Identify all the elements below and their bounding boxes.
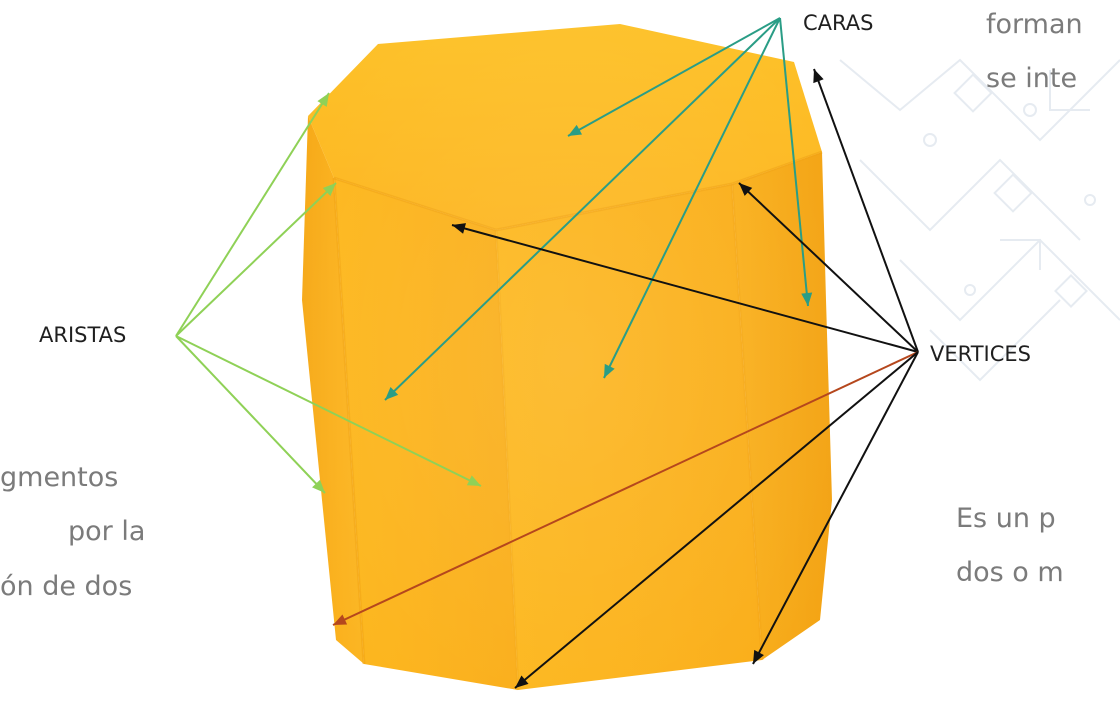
caras-label: CARAS — [803, 11, 874, 35]
arrow-layer — [175, 17, 919, 689]
side-text-right-bottom-1: Es un p — [956, 503, 1056, 534]
aristas-arrow-top-edge — [175, 92, 330, 337]
vertices-arrow-bottom-right — [752, 351, 919, 665]
vertices-arrow-top-right — [813, 68, 919, 353]
vertices-arrow-front-top — [451, 223, 919, 353]
vertices-arrow-bottom-left — [332, 351, 919, 626]
aristas-arrow-middle-edge — [175, 335, 482, 487]
vertices-label: VERTICES — [930, 342, 1031, 366]
side-text-left-2: por la — [68, 516, 146, 547]
caras-arrow-top-face — [567, 17, 781, 137]
side-text-right-top-2: se inte — [986, 63, 1078, 94]
side-text-right-bottom-2: dos o m — [956, 557, 1064, 588]
circuit-pattern-icon — [839, 58, 1120, 382]
hexagonal-prism — [300, 20, 840, 700]
side-text-left-3: ón de dos — [0, 571, 133, 602]
vertices-arrow-bottom-front — [514, 351, 919, 689]
caras-arrow-left-face — [384, 17, 781, 401]
vertices-arrow-right-upper — [738, 182, 919, 353]
aristas-arrow-upper-edge — [175, 182, 337, 337]
aristas-arrow-lower-edge — [175, 335, 326, 494]
aristas-label: ARISTAS — [39, 323, 127, 347]
side-text-right-top-1: forman — [986, 9, 1083, 40]
caras-arrow-right-face — [779, 17, 813, 307]
side-text-left-1: gmentos — [0, 462, 119, 493]
caras-arrow-front-face — [603, 17, 781, 379]
